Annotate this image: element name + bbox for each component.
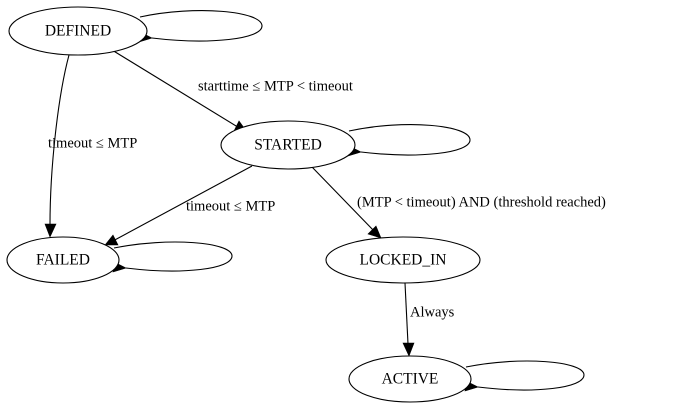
node-active[interactable]: ACTIVE (348, 355, 472, 403)
edge-label-locked-in-to-active: Always (410, 304, 455, 320)
edge-defined-to-started[interactable]: starttime ≤ MTP < timeout (111, 49, 353, 133)
edge-defined-to-failed-arrowhead (44, 223, 57, 238)
edge-locked-in-to-active-path (404, 282, 409, 345)
node-defined-label: DEFINED (45, 23, 111, 40)
node-locked-in[interactable]: LOCKED_IN (325, 236, 481, 284)
edge-failed-self-path (113, 241, 233, 272)
edge-active-self-path (465, 360, 585, 391)
edge-started-to-locked-in-arrowhead (367, 225, 382, 239)
node-failed[interactable]: FAILED (6, 236, 120, 284)
edge-label-defined-to-started: starttime ≤ MTP < timeout (198, 78, 353, 94)
node-active-label: ACTIVE (382, 371, 439, 388)
edge-started-to-locked-in-path (311, 166, 376, 233)
node-active-shape (348, 355, 472, 403)
edge-defined-self-path (139, 10, 263, 42)
node-locked-in-label: LOCKED_IN (360, 252, 447, 269)
edge-started-self-path (348, 124, 471, 156)
edge-defined-self[interactable] (138, 10, 263, 43)
edge-started-to-failed-path (110, 165, 253, 243)
edge-locked-in-to-active-arrowhead (402, 342, 415, 357)
edge-defined-to-failed-path (49, 54, 70, 226)
edge-defined-to-failed[interactable]: timeout ≤ MTP (44, 54, 137, 238)
node-failed-shape (6, 236, 120, 284)
node-failed-label: FAILED (36, 252, 90, 269)
edge-started-to-failed[interactable]: timeout ≤ MTP (104, 165, 275, 246)
edge-started-to-failed-arrowhead (104, 234, 119, 246)
edge-started-self[interactable] (347, 124, 471, 157)
edge-failed-self[interactable] (112, 241, 233, 273)
edge-active-self[interactable] (464, 360, 585, 392)
edge-label-started-to-locked-in: (MTP < timeout) AND (threshold reached) (357, 194, 606, 210)
edge-locked-in-to-active[interactable]: Always (402, 282, 455, 357)
edge-defined-to-started-path (111, 49, 242, 130)
edge-started-to-locked-in[interactable]: (MTP < timeout) AND (threshold reached) (311, 166, 606, 239)
node-locked-in-shape (325, 236, 481, 284)
edge-label-defined-to-failed: timeout ≤ MTP (48, 135, 137, 151)
node-defined-shape (8, 6, 148, 56)
node-started[interactable]: STARTED (220, 120, 356, 170)
node-defined[interactable]: DEFINED (8, 6, 148, 56)
node-started-shape (220, 120, 356, 170)
edge-label-started-to-failed: timeout ≤ MTP (186, 198, 275, 214)
node-started-label: STARTED (254, 137, 322, 154)
